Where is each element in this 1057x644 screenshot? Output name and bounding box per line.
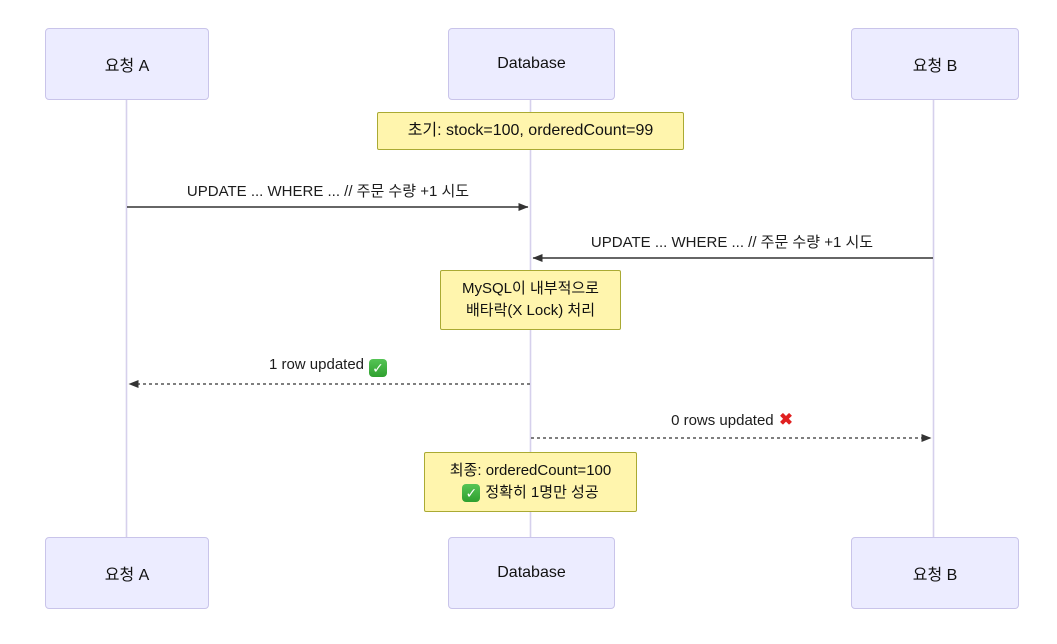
note-x-lock: MySQL이 내부적으로 배타락(X Lock) 처리 <box>440 270 621 330</box>
actor-top-request-a: 요청 A <box>45 28 209 100</box>
note-text-with-icon: 정확히 1명만 성공 <box>462 482 599 504</box>
reply-label-db-to-a: 1 row updated <box>128 356 528 377</box>
actor-label: 요청 B <box>912 567 958 584</box>
actor-top-request-b: 요청 B <box>851 28 1019 100</box>
reply-label-db-to-b: 0 rows updated <box>532 410 932 430</box>
actor-label: Database <box>497 55 566 72</box>
actor-top-database: Database <box>448 28 615 100</box>
note-text: 최종: orderedCount=100 <box>449 462 612 480</box>
check-emoji <box>369 359 388 377</box>
check-emoji <box>462 483 481 502</box>
actor-label: 요청 B <box>912 58 958 75</box>
actor-label: Database <box>497 564 566 581</box>
actor-label: 요청 A <box>104 567 150 584</box>
cross-emoji <box>779 410 793 430</box>
note-initial-state: 초기: stock=100, orderedCount=99 <box>377 112 684 150</box>
note-text: MySQL이 내부적으로 <box>462 280 599 298</box>
note-text: 배타락(X Lock) 처리 <box>465 302 595 319</box>
note-final-state: 최종: orderedCount=100 정확히 1명만 성공 <box>424 452 637 512</box>
actor-bottom-database: Database <box>448 537 615 609</box>
message-label-b-to-db: UPDATE ... WHERE ... // 주문 수량 +1 시도 <box>590 234 874 251</box>
actor-label: 요청 A <box>104 58 150 75</box>
actor-bottom-request-b: 요청 B <box>851 537 1019 609</box>
message-label-a-to-db: UPDATE ... WHERE ... // 주문 수량 +1 시도 <box>186 183 470 200</box>
note-text: 정확히 1명만 성공 <box>485 484 599 501</box>
note-text: 초기: stock=100, orderedCount=99 <box>407 122 654 140</box>
actor-bottom-request-a: 요청 A <box>45 537 209 609</box>
